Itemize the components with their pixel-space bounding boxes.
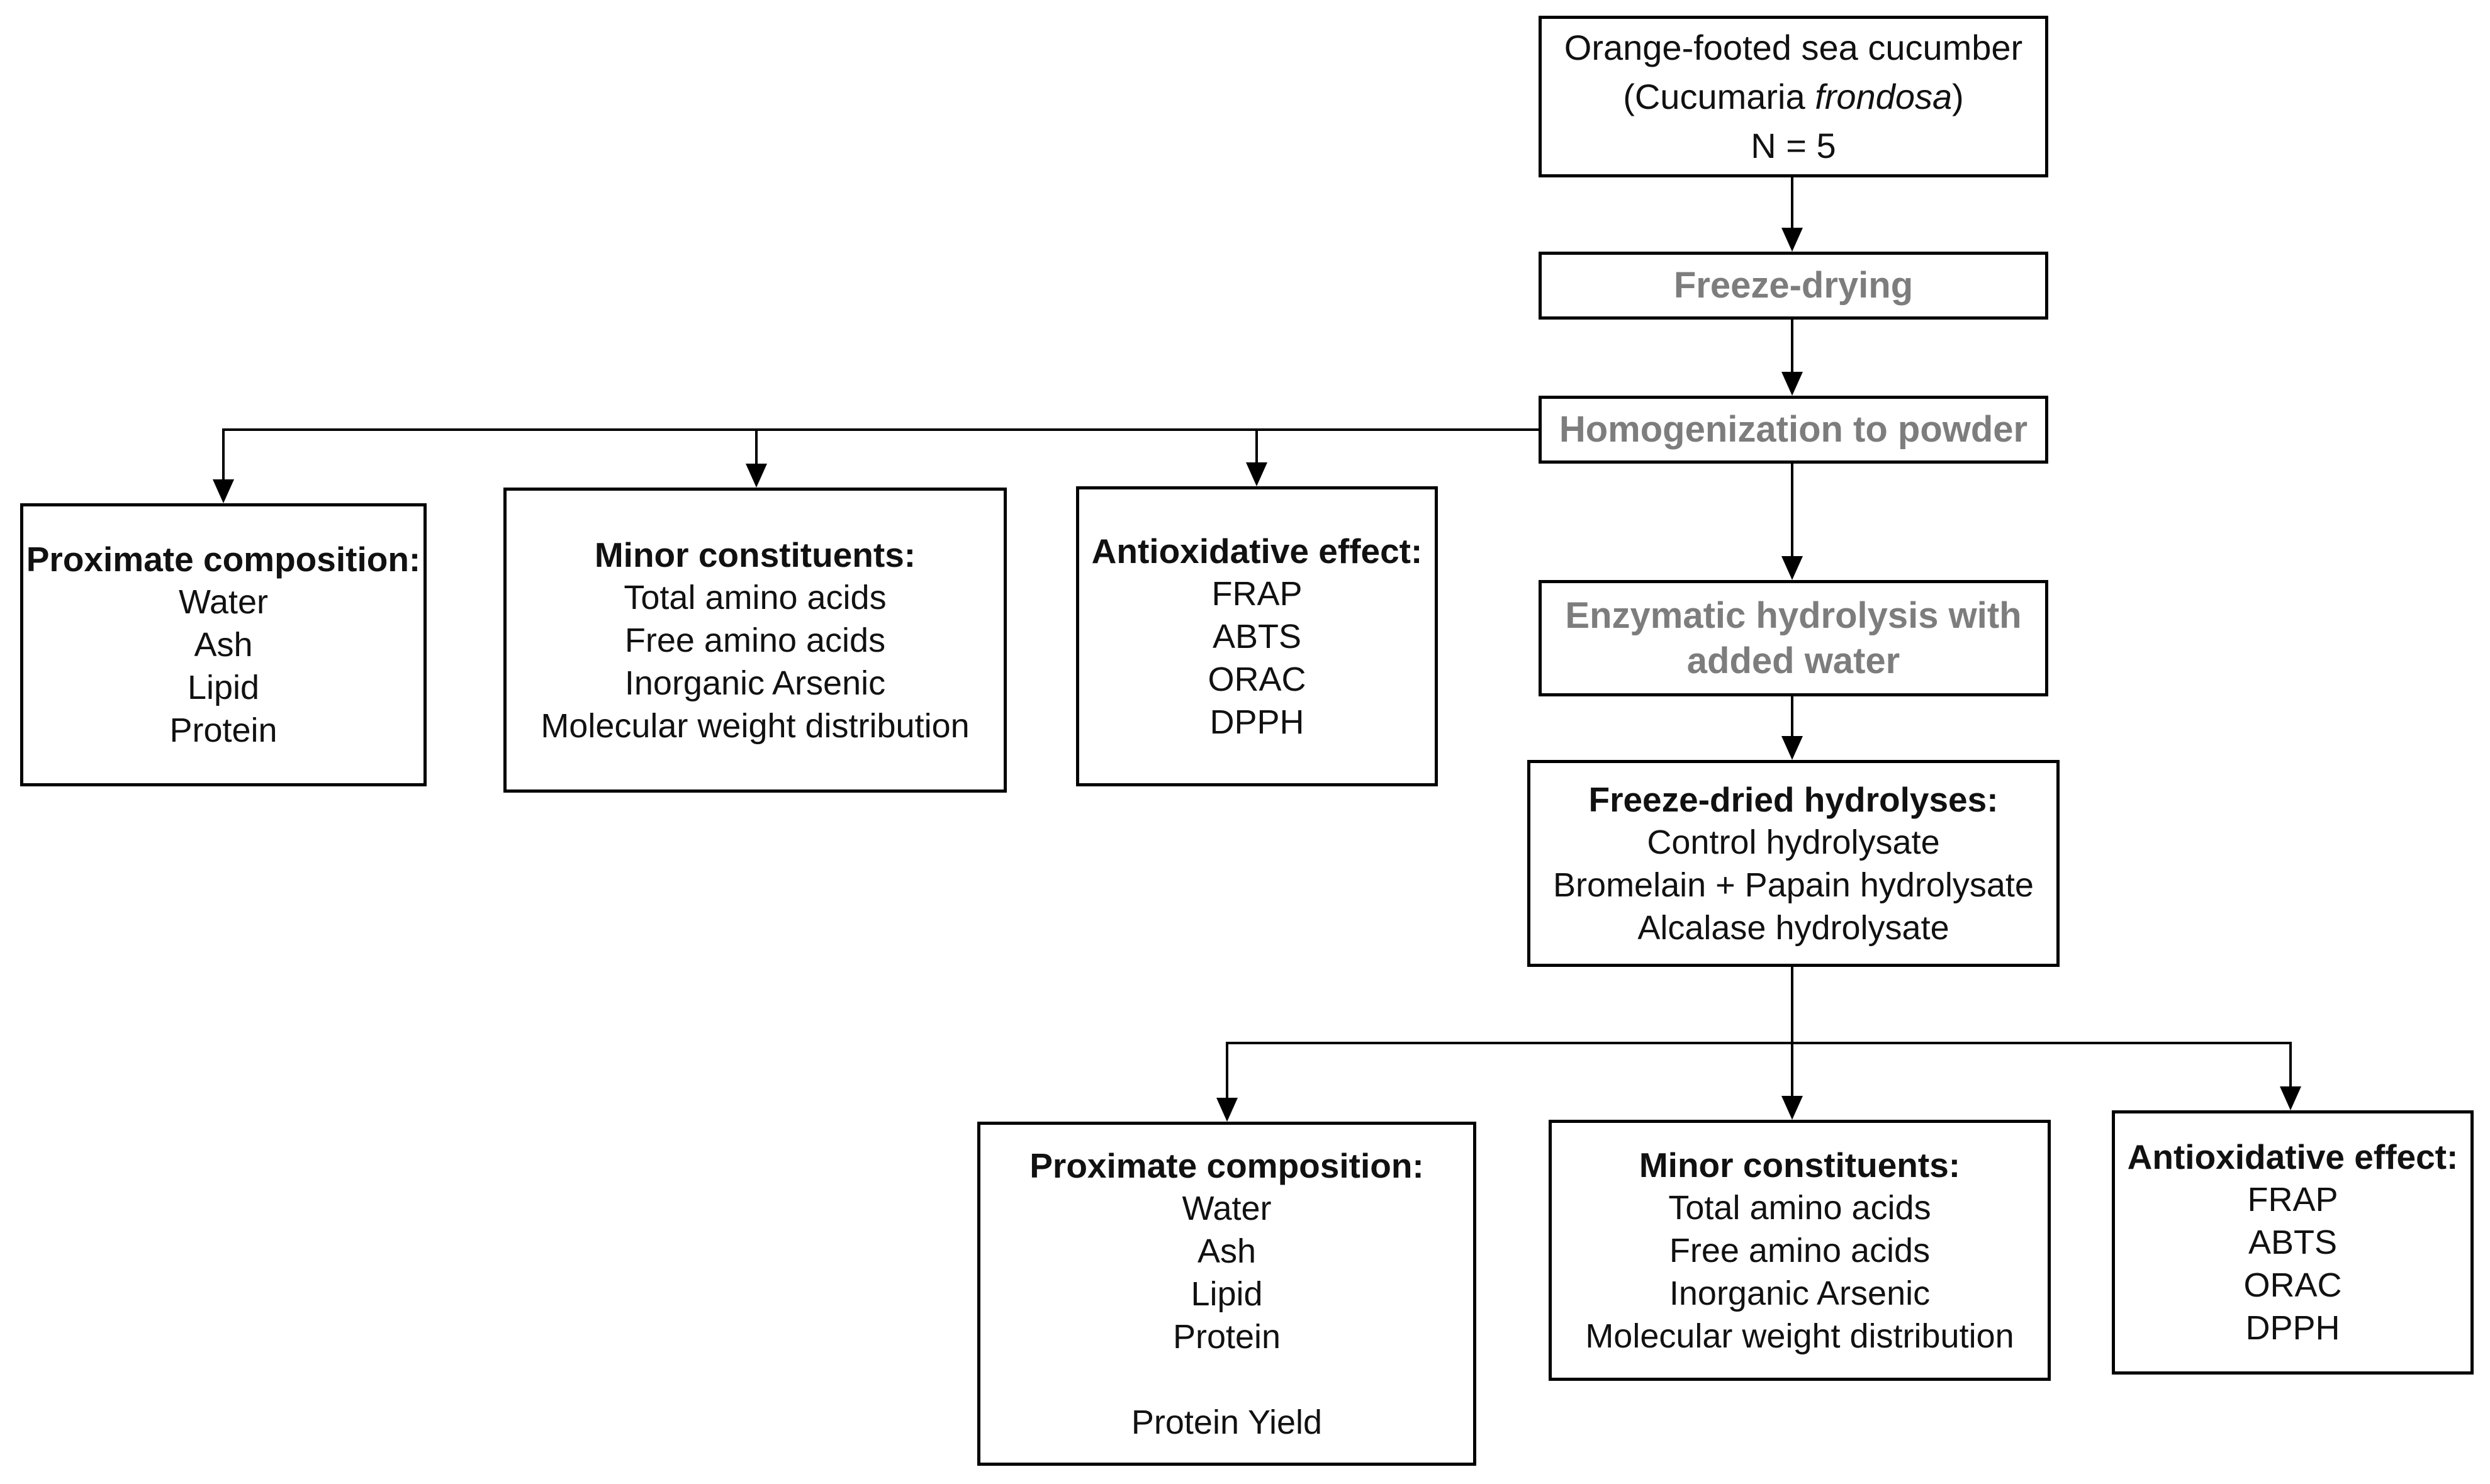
connector-line — [222, 428, 225, 479]
box-item: DPPH — [1209, 703, 1304, 741]
box-item: ORAC — [2243, 1266, 2342, 1304]
proximate-raw-header: Proximate composition: — [26, 540, 421, 579]
box-item: Protein — [1172, 1317, 1281, 1356]
minor-hydrolysate-header: Minor constituents: — [1639, 1145, 1961, 1185]
source-box: Orange-footed sea cucumber (Cucumaria fr… — [1539, 16, 2048, 177]
freeze-dried-hydrolysates-box: Freeze-dried hydrolyses: Control hydroly… — [1527, 760, 2060, 967]
source-line-1: Orange-footed sea cucumber — [1564, 27, 2023, 67]
box-item — [1131, 1358, 1322, 1401]
box-item: Protein Yield — [1131, 1403, 1323, 1441]
connector-line — [1791, 464, 1793, 556]
antioxidative-raw-items: FRAP ABTS ORAC DPPH — [1208, 572, 1306, 744]
box-item: Molecular weight distribution — [541, 706, 970, 745]
arrowhead-down-icon — [1246, 462, 1267, 486]
box-item: FRAP — [1211, 574, 1303, 613]
box-item: Ash — [194, 626, 253, 664]
homogenization-step-box: Homogenization to powder — [1539, 396, 2048, 464]
box-item: Total amino acids — [624, 578, 887, 616]
antioxidative-raw-header: Antioxidative effect: — [1091, 531, 1423, 571]
box-item: Free amino acids — [624, 621, 886, 659]
connector-line — [1791, 967, 1793, 1096]
box-item: Inorganic Arsenic — [624, 664, 886, 702]
branch-line — [222, 428, 1539, 431]
arrowhead-down-icon — [1781, 736, 1803, 760]
antioxidative-effect-hydrolysate-box: Antioxidative effect: FRAP ABTS ORAC DPPH — [2112, 1110, 2474, 1375]
arrowhead-down-icon — [746, 464, 767, 488]
box-item: ORAC — [1208, 660, 1306, 698]
homogenization-label: Homogenization to powder — [1559, 409, 2028, 450]
arrowhead-down-icon — [1781, 372, 1803, 396]
antioxidative-hydrolysate-header: Antioxidative effect: — [2127, 1137, 2459, 1176]
box-item: DPPH — [2245, 1309, 2340, 1347]
box-item: ABTS — [2248, 1224, 2338, 1261]
connector-line — [755, 428, 758, 464]
box-item: Alcalase hydrolysate — [1637, 908, 1949, 947]
source-species-italic: frondosa — [1815, 76, 1953, 116]
arrowhead-down-icon — [213, 479, 234, 503]
enzymatic-hydrolysis-label-line2: added water — [1686, 640, 1900, 681]
box-item: Water — [1182, 1189, 1272, 1227]
box-item: Control hydrolysate — [1647, 823, 1940, 861]
antioxidative-hydrolysate-items: FRAP ABTS ORAC DPPH — [2243, 1178, 2341, 1349]
box-item: Total amino acids — [1668, 1188, 1931, 1227]
freeze-drying-step-box: Freeze-drying — [1539, 252, 2048, 320]
box-item: FRAP — [2247, 1181, 2338, 1219]
enzymatic-hydrolysis-label-line1: Enzymatic hydrolysis with — [1565, 594, 2022, 636]
box-item: Inorganic Arsenic — [1669, 1274, 1931, 1312]
connector-line — [1226, 1042, 1228, 1098]
arrowhead-down-icon — [1216, 1098, 1238, 1122]
box-item: Lipid — [187, 669, 260, 706]
minor-raw-header: Minor constituents: — [594, 535, 916, 574]
hydrolysates-header: Freeze-dried hydrolyses: — [1588, 779, 1999, 819]
branch-line — [1226, 1042, 2292, 1044]
connector-line — [1791, 696, 1793, 736]
box-item: Lipid — [1191, 1275, 1263, 1313]
connector-line — [2289, 1042, 2292, 1086]
freeze-drying-label: Freeze-drying — [1673, 265, 1914, 306]
box-item: Bromelain + Papain hydrolysate — [1553, 866, 2034, 904]
arrowhead-down-icon — [2280, 1086, 2301, 1110]
box-item: ABTS — [1212, 617, 1302, 656]
connector-line — [1791, 177, 1793, 228]
arrowhead-down-icon — [1781, 228, 1803, 252]
enzymatic-hydrolysis-step-box: Enzymatic hydrolysis with added water — [1539, 580, 2048, 696]
arrowhead-down-icon — [1781, 1096, 1803, 1120]
box-item: Molecular weight distribution — [1585, 1317, 2014, 1355]
source-species-suffix: ) — [1952, 76, 1964, 116]
connector-line — [1791, 320, 1793, 372]
box-item: Protein — [169, 711, 278, 749]
arrowhead-down-icon — [1781, 556, 1803, 580]
box-item: Ash — [1197, 1232, 1257, 1270]
antioxidative-effect-raw-box: Antioxidative effect: FRAP ABTS ORAC DPPH — [1076, 486, 1438, 786]
proximate-hydrolysate-header: Proximate composition: — [1029, 1146, 1424, 1185]
box-item: Free amino acids — [1669, 1231, 1931, 1269]
connector-line — [1255, 428, 1258, 462]
source-species-prefix: (Cucumaria — [1623, 76, 1815, 116]
source-sample-count: N = 5 — [1751, 125, 1836, 165]
box-item: Water — [178, 583, 268, 621]
source-line-2: (Cucumaria frondosa) — [1623, 72, 1964, 121]
